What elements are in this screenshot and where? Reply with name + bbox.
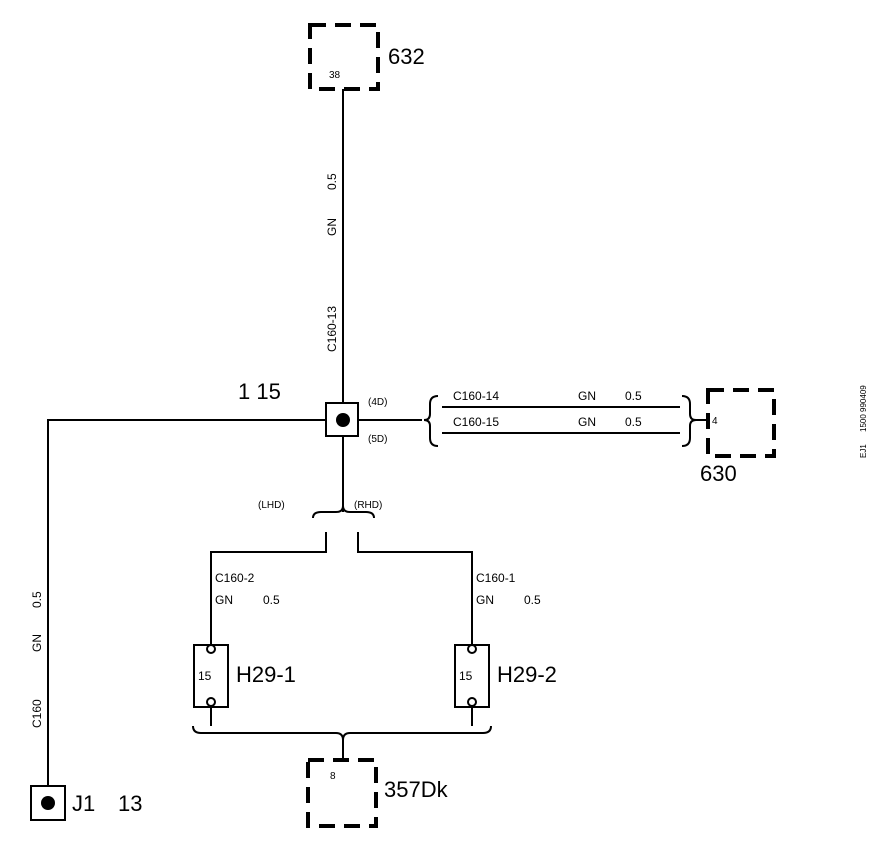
wire-lhd-color: GN xyxy=(215,593,233,607)
connector-632-label: 632 xyxy=(388,44,425,69)
branch-rhd-label: (RHD) xyxy=(354,500,382,511)
connector-357dk-pin: 8 xyxy=(330,771,336,782)
heater-h29-2-pin-top xyxy=(467,644,477,654)
wire-rhd-gauge: 0.5 xyxy=(524,593,541,607)
wire-c160-14-gauge: 0.5 xyxy=(625,389,642,403)
connector-630-box xyxy=(706,388,776,458)
heater-h29-1: 15 H29-1 xyxy=(193,644,296,726)
wire-rhd xyxy=(357,532,473,645)
connector-632-pin: 38 xyxy=(329,70,341,81)
side-code-prefix: EJ1 xyxy=(859,444,868,458)
heater-h29-1-label: H29-1 xyxy=(236,662,296,687)
branch-brace xyxy=(312,505,375,519)
wire-left-color: GN xyxy=(30,634,44,652)
wire-632-connector: C160-13 xyxy=(325,306,339,352)
wire-c160-15-gauge: 0.5 xyxy=(625,415,642,429)
ground-j1: J1 13 xyxy=(30,785,142,821)
wire-left-connector: C160 xyxy=(30,699,44,728)
connector-357dk-label: 357Dk xyxy=(384,777,449,802)
branch-lhd-label: (LHD) xyxy=(258,500,285,511)
wire-left-gauge: 0.5 xyxy=(30,591,44,608)
ground-j1-label: J1 xyxy=(72,791,95,816)
wire-c160-14-connector: C160-14 xyxy=(453,389,499,403)
ground-j1-pin: 13 xyxy=(118,791,142,816)
splice-label: 1 15 xyxy=(238,379,281,404)
heater-h29-1-pin: 15 xyxy=(198,669,212,683)
connector-630-pin: 4 xyxy=(712,416,718,427)
heater-h29-2: 15 H29-2 xyxy=(454,644,557,726)
connector-632: 38 632 xyxy=(308,23,425,91)
brace-right-630 xyxy=(681,395,697,447)
connector-630-label: 630 xyxy=(700,461,737,486)
wire-rhd-color: GN xyxy=(476,593,494,607)
heater-h29-1-body xyxy=(193,644,229,708)
brace-left-630 xyxy=(423,395,439,447)
wire-splice-j1 xyxy=(47,419,326,786)
wire-c160-14-color: GN xyxy=(578,389,596,403)
heater-h29-2-label: H29-2 xyxy=(497,662,557,687)
heater-h29-2-pin-bottom xyxy=(467,697,477,707)
ground-j1-dot xyxy=(41,796,55,810)
splice-note-4d: (4D) xyxy=(368,397,387,408)
wire-632-labels: 0.5 GN C160-13 xyxy=(325,173,339,352)
wire-rhd-connector: C160-1 xyxy=(476,571,516,585)
splice: 1 15 (4D) (5D) xyxy=(238,379,387,445)
connector-357dk-box xyxy=(306,758,378,828)
connector-630: 4 630 xyxy=(696,388,776,486)
wire-lhd-gauge: 0.5 xyxy=(263,593,280,607)
splice-dot xyxy=(336,413,350,427)
wire-c160-15-color: GN xyxy=(578,415,596,429)
wire-right-labels: C160-14 GN 0.5 C160-15 GN 0.5 xyxy=(453,389,642,429)
wire-lhd-connector: C160-2 xyxy=(215,571,255,585)
bottom-brace xyxy=(192,725,492,741)
splice-note-5d: (5D) xyxy=(368,434,387,445)
heater-h29-2-pin: 15 xyxy=(459,669,473,683)
connector-357dk: 8 357Dk xyxy=(306,758,449,828)
wire-632-color: GN xyxy=(325,218,339,236)
connector-632-box xyxy=(308,23,380,91)
heater-h29-1-pin-bottom xyxy=(206,697,216,707)
side-code-number: 1500 990409 xyxy=(859,385,868,432)
side-code: EJ1 1500 990409 xyxy=(859,385,868,458)
wire-632-gauge: 0.5 xyxy=(325,173,339,190)
wire-c160-15-connector: C160-15 xyxy=(453,415,499,429)
wire-left-labels: 0.5 GN C160 xyxy=(30,591,44,728)
heater-h29-1-pin-top xyxy=(206,644,216,654)
wire-lhd xyxy=(210,532,327,645)
